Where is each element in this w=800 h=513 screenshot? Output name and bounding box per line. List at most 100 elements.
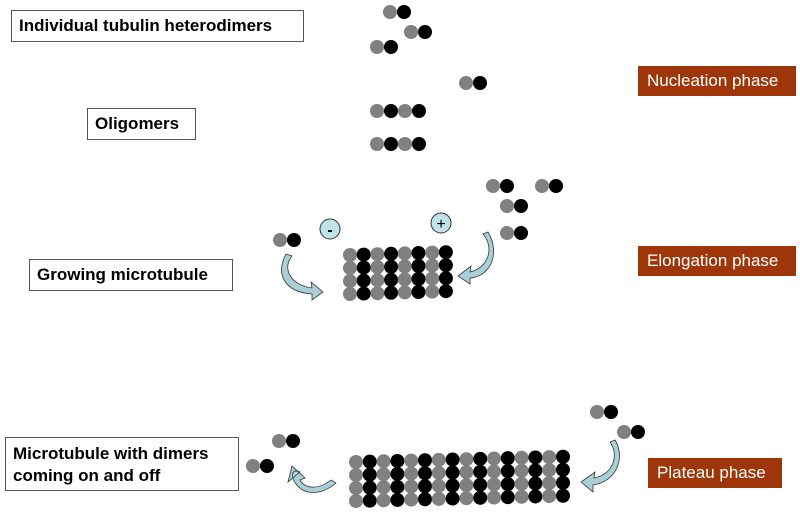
alpha-tubulin xyxy=(487,477,501,492)
beta-tubulin xyxy=(384,40,398,54)
beta-tubulin xyxy=(473,490,488,505)
tubulin-oligomer xyxy=(370,137,426,151)
alpha-tubulin xyxy=(500,199,514,213)
alpha-tubulin xyxy=(376,480,391,495)
beta-tubulin xyxy=(528,489,543,504)
alpha-tubulin xyxy=(343,261,357,275)
beta-tubulin xyxy=(390,466,405,481)
beta-tubulin xyxy=(412,137,426,151)
alpha-tubulin xyxy=(404,453,419,468)
curved-arrow-icon xyxy=(287,465,337,493)
alpha-tubulin xyxy=(383,5,397,19)
beta-tubulin xyxy=(384,259,399,274)
beta-tubulin xyxy=(500,451,515,466)
alpha-tubulin xyxy=(431,491,446,506)
alpha-tubulin xyxy=(514,489,529,504)
tubulin-dimer xyxy=(383,5,411,19)
beta-tubulin xyxy=(286,434,300,448)
beta-tubulin xyxy=(438,271,453,286)
beta-tubulin xyxy=(445,465,460,480)
alpha-tubulin xyxy=(272,434,286,448)
beta-tubulin xyxy=(556,475,570,490)
curved-arrow-icon xyxy=(281,253,324,301)
alpha-tubulin xyxy=(514,476,529,491)
beta-tubulin xyxy=(356,260,371,275)
alpha-tubulin xyxy=(542,476,557,491)
beta-tubulin xyxy=(500,477,515,492)
plus-end-label: + xyxy=(436,216,445,233)
beta-tubulin xyxy=(438,284,453,299)
alpha-tubulin xyxy=(376,493,391,508)
beta-tubulin xyxy=(473,464,488,479)
alpha-tubulin xyxy=(487,451,501,466)
beta-tubulin xyxy=(438,245,453,260)
tubulin-dimer xyxy=(486,179,514,193)
tubulin-dimer xyxy=(459,76,487,90)
beta-tubulin xyxy=(287,233,301,247)
beta-tubulin xyxy=(356,247,371,262)
alpha-tubulin xyxy=(404,466,419,481)
beta-tubulin xyxy=(384,137,398,151)
alpha-tubulin xyxy=(397,272,412,287)
alpha-tubulin xyxy=(246,459,260,473)
beta-tubulin xyxy=(418,479,432,494)
tubulin-dimer xyxy=(272,434,300,448)
tubulin-dimer xyxy=(500,226,528,240)
alpha-tubulin xyxy=(404,492,419,507)
beta-tubulin xyxy=(528,463,543,478)
free-dimers-layer xyxy=(246,5,645,473)
beta-tubulin xyxy=(500,490,515,505)
beta-tubulin xyxy=(397,5,411,19)
alpha-tubulin xyxy=(397,259,412,274)
beta-tubulin xyxy=(412,104,426,118)
tubulin-dimer xyxy=(370,40,398,54)
alpha-tubulin xyxy=(459,465,474,480)
alpha-tubulin xyxy=(514,463,529,478)
beta-tubulin xyxy=(411,246,426,260)
alpha-tubulin xyxy=(425,284,440,299)
beta-tubulin xyxy=(411,272,426,286)
beta-tubulin xyxy=(473,76,487,90)
beta-tubulin xyxy=(549,179,563,193)
growing-microtubule xyxy=(343,245,453,301)
plus-end-marker: + xyxy=(430,212,452,234)
alpha-tubulin xyxy=(370,247,385,262)
beta-tubulin xyxy=(514,199,528,213)
tubulin-dimer xyxy=(404,25,432,39)
label-individual-dimers: Individual tubulin heterodimers xyxy=(11,10,304,42)
alpha-tubulin xyxy=(459,76,473,90)
beta-tubulin xyxy=(356,273,371,288)
beta-tubulin xyxy=(390,492,405,507)
alpha-tubulin xyxy=(514,450,529,465)
alpha-tubulin xyxy=(370,40,384,54)
beta-tubulin xyxy=(556,462,570,477)
label-plateau-line2: coming on and off xyxy=(13,466,161,485)
beta-tubulin xyxy=(418,466,432,481)
beta-tubulin xyxy=(384,104,398,118)
beta-tubulin xyxy=(473,451,488,466)
beta-tubulin xyxy=(604,405,618,419)
label-plateau-line1: Microtubule with dimers xyxy=(13,444,209,463)
beta-tubulin xyxy=(514,226,528,240)
alpha-tubulin xyxy=(349,494,363,508)
badge-nucleation-phase: Nucleation phase xyxy=(638,66,796,96)
beta-tubulin xyxy=(500,464,515,479)
alpha-tubulin xyxy=(459,452,474,467)
beta-tubulin xyxy=(356,286,371,301)
curved-arrow-icon xyxy=(457,231,494,285)
alpha-tubulin xyxy=(370,137,384,151)
beta-tubulin xyxy=(384,285,399,300)
alpha-tubulin xyxy=(404,25,418,39)
beta-tubulin xyxy=(362,467,377,482)
alpha-tubulin xyxy=(343,248,357,262)
beta-tubulin xyxy=(384,272,399,287)
tubulin-dimer xyxy=(535,179,563,193)
beta-tubulin xyxy=(390,479,405,494)
alpha-tubulin xyxy=(542,463,557,478)
alpha-tubulin xyxy=(370,286,385,301)
alpha-tubulin xyxy=(343,274,357,288)
minus-end-label: - xyxy=(327,222,332,239)
alpha-tubulin xyxy=(398,137,412,151)
beta-tubulin xyxy=(390,453,405,468)
plateau-microtubule xyxy=(349,449,570,508)
